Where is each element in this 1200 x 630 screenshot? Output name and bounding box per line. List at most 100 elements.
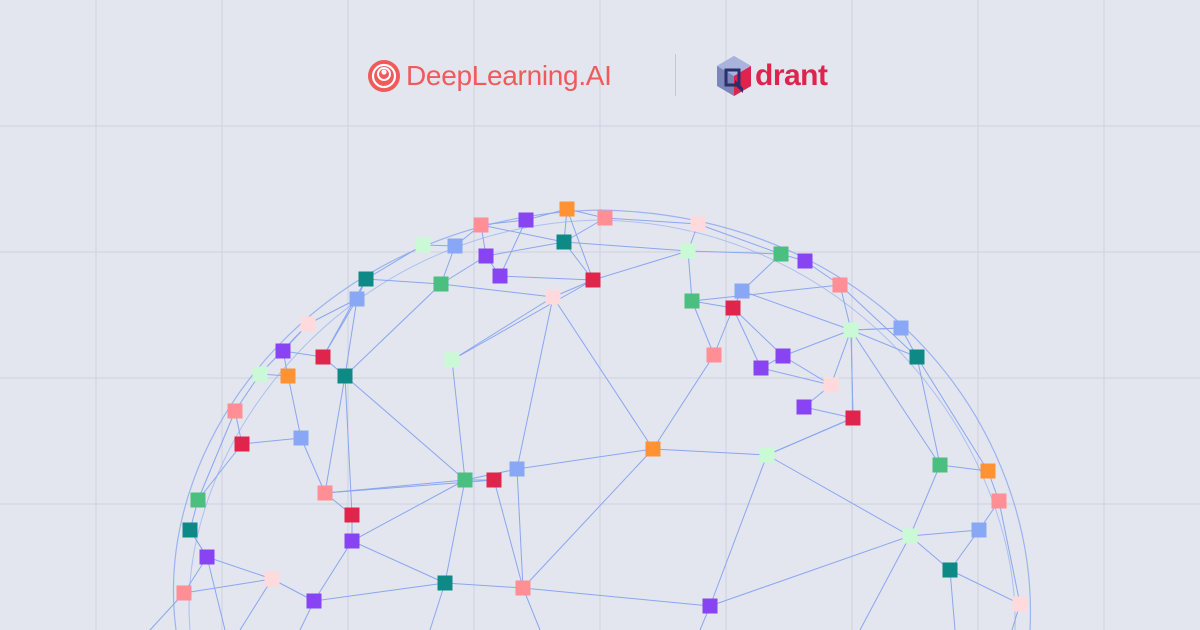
network-edge bbox=[444, 479, 466, 584]
network-edge bbox=[313, 540, 353, 602]
network-node bbox=[344, 507, 360, 523]
network-node bbox=[518, 212, 534, 228]
network-edge bbox=[206, 556, 273, 580]
network-edge bbox=[516, 296, 554, 470]
network-edge bbox=[916, 356, 941, 466]
network-edge bbox=[344, 283, 442, 377]
network-node bbox=[415, 237, 431, 253]
network-node bbox=[893, 320, 909, 336]
network-edge bbox=[365, 278, 442, 285]
network-edge bbox=[939, 464, 989, 472]
network-node bbox=[457, 472, 473, 488]
network-edge bbox=[709, 454, 768, 607]
network-node bbox=[315, 349, 331, 365]
network-edge bbox=[444, 582, 524, 589]
globe-outline bbox=[172, 209, 1032, 630]
deeplearning-ai-wordmark: DeepLearning.AI bbox=[406, 60, 612, 91]
network-edge bbox=[480, 224, 565, 243]
network-node bbox=[980, 463, 996, 479]
network-node bbox=[344, 533, 360, 549]
network-edge bbox=[687, 250, 693, 302]
network-edge bbox=[552, 296, 654, 450]
network-edge bbox=[803, 406, 854, 419]
network-edge bbox=[300, 437, 326, 494]
network-node bbox=[433, 276, 449, 292]
network-node bbox=[796, 399, 812, 415]
network-edge bbox=[351, 540, 446, 584]
network-edge bbox=[766, 417, 854, 456]
network-node bbox=[509, 461, 525, 477]
network-node bbox=[775, 348, 791, 364]
network-node bbox=[832, 277, 848, 293]
network-node bbox=[797, 253, 813, 269]
logo-divider bbox=[675, 54, 676, 96]
network-node bbox=[942, 562, 958, 578]
network-edge bbox=[516, 468, 524, 589]
network-edge bbox=[451, 296, 554, 361]
network-edge bbox=[566, 208, 594, 281]
network-edge bbox=[732, 307, 762, 369]
network-edge bbox=[324, 375, 346, 494]
network-edge bbox=[760, 367, 832, 386]
network-edge bbox=[516, 448, 654, 470]
network-node bbox=[991, 493, 1007, 509]
network-node bbox=[1012, 596, 1028, 612]
network-node bbox=[843, 322, 859, 338]
network-edge bbox=[322, 298, 358, 358]
network-node bbox=[753, 360, 769, 376]
network-node bbox=[300, 316, 316, 332]
globe-outline bbox=[188, 219, 1016, 630]
network-edge bbox=[344, 375, 466, 481]
network-edge bbox=[909, 464, 941, 537]
network-edge bbox=[183, 578, 273, 594]
network-edge bbox=[563, 241, 689, 252]
network-edge bbox=[522, 448, 654, 589]
network-edge bbox=[197, 443, 243, 501]
network-node bbox=[734, 283, 750, 299]
network-edge bbox=[206, 556, 226, 630]
network-node bbox=[932, 457, 948, 473]
network-node bbox=[293, 430, 309, 446]
network-node bbox=[349, 291, 365, 307]
network-node bbox=[252, 366, 268, 382]
network-edge bbox=[499, 219, 527, 277]
network-node bbox=[971, 522, 987, 538]
network-node bbox=[909, 349, 925, 365]
network-node bbox=[199, 549, 215, 565]
network-node bbox=[486, 472, 502, 488]
network-node bbox=[545, 289, 561, 305]
network-node bbox=[190, 492, 206, 508]
network-edge bbox=[344, 298, 358, 377]
deeplearning-ai-logo[interactable]: DeepLearning.AI bbox=[366, 56, 612, 96]
network-node bbox=[317, 485, 333, 501]
network-node bbox=[725, 300, 741, 316]
network-node bbox=[823, 377, 839, 393]
network-node bbox=[690, 216, 706, 232]
network-edge bbox=[859, 535, 911, 630]
network-node bbox=[280, 368, 296, 384]
network-edge bbox=[287, 375, 302, 439]
network-node bbox=[559, 201, 575, 217]
network-node bbox=[585, 272, 601, 288]
network-node bbox=[227, 403, 243, 419]
network-node bbox=[759, 447, 775, 463]
network-edge bbox=[241, 437, 302, 445]
network-edge bbox=[499, 275, 594, 281]
network-edge bbox=[766, 454, 911, 537]
network-edge bbox=[239, 578, 273, 630]
network-edge bbox=[365, 244, 424, 280]
network-node bbox=[176, 585, 192, 601]
network-node bbox=[437, 575, 453, 591]
network-edge bbox=[949, 569, 956, 630]
network-edge bbox=[451, 279, 594, 361]
network-edge bbox=[839, 284, 918, 358]
network-edge bbox=[691, 300, 715, 356]
network-edge bbox=[313, 582, 446, 602]
network-node bbox=[845, 410, 861, 426]
logo-bar: DeepLearning.AI drant bbox=[0, 48, 1200, 104]
qdrant-logo[interactable]: drant bbox=[715, 54, 828, 98]
network-node bbox=[645, 441, 661, 457]
network-node bbox=[773, 246, 789, 262]
network-edge bbox=[324, 479, 466, 494]
